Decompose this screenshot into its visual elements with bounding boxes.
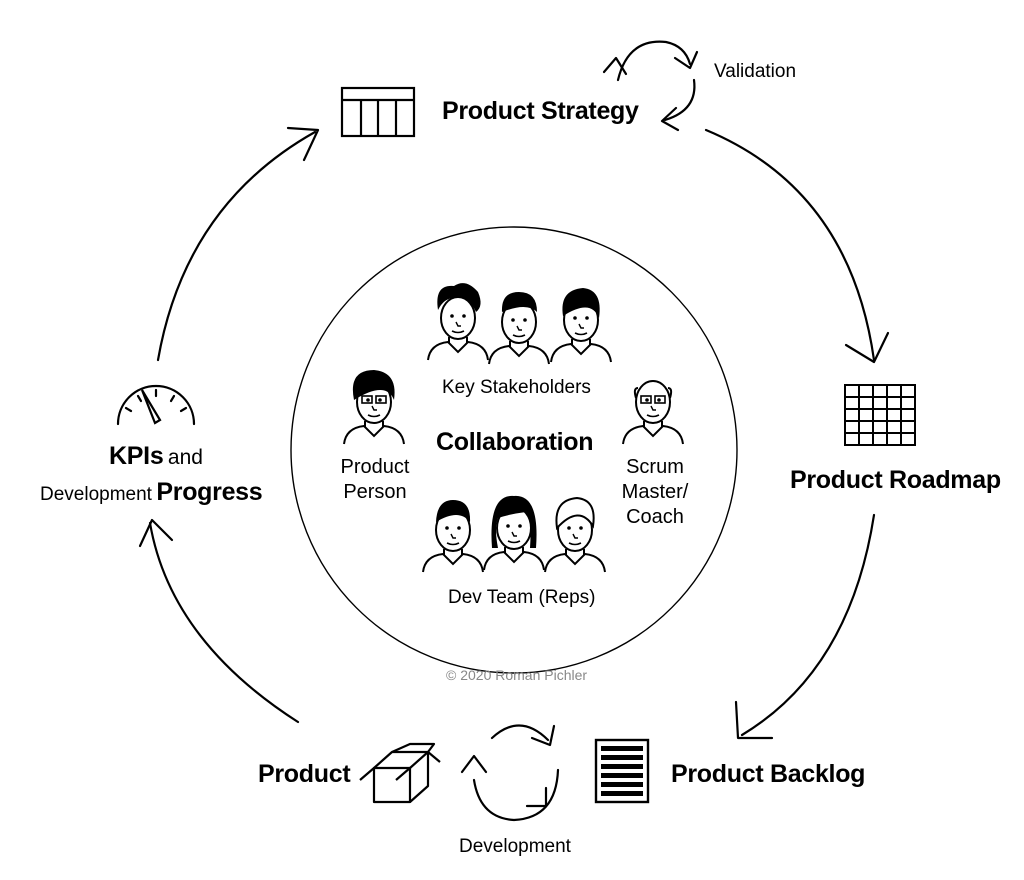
development-loop-arc-bottom [472, 768, 560, 822]
product-person-label: Product Person [335, 455, 415, 505]
arrowhead-kpis [138, 518, 174, 548]
arrow-kpis-to-strategy [156, 130, 317, 362]
collaboration-title: Collaboration [436, 428, 594, 456]
arrow-roadmap-to-backlog [740, 513, 876, 737]
roadmap-grid-icon [844, 384, 916, 446]
table-icon [340, 86, 416, 138]
scrum-master-illustration [622, 380, 684, 445]
key-stakeholders-label: Key Stakeholders [442, 377, 591, 398]
scrum-master-label: Scrum Master/ Coach [615, 455, 695, 530]
box-icon [359, 742, 441, 804]
copyright-notice: © 2020 Roman Pichler [446, 667, 588, 683]
product-person-line2: Person [343, 481, 407, 503]
validation-loop-arc-right [663, 78, 696, 122]
gauge-icon [116, 384, 196, 426]
arrowhead-backlog [734, 700, 774, 740]
development-loop-arc-top [490, 724, 550, 742]
product-person-illustration [343, 370, 405, 445]
product-strategy-label: Product Strategy [442, 97, 639, 125]
scrum-line2: Master/ [621, 481, 689, 503]
kpis-label-line2: Development Progress [40, 478, 263, 507]
product-label: Product [258, 760, 351, 788]
validation-label: Validation [714, 61, 797, 82]
dev-team-illustration [422, 495, 606, 573]
and-word: and [167, 446, 203, 469]
progress-word: Progress [156, 478, 263, 506]
collaboration-circle [290, 226, 738, 674]
scrum-line3: Coach [626, 506, 684, 528]
validation-loop-arc-top [616, 40, 692, 82]
dev-team-label: Dev Team (Reps) [448, 587, 596, 608]
development-word: Development [40, 484, 152, 505]
product-roadmap-label: Product Roadmap [790, 466, 1001, 494]
arrowhead-roadmap [844, 331, 890, 364]
kpis-word: KPIs [109, 442, 164, 470]
kpis-label-line1: KPIs and [40, 442, 272, 471]
product-person-line1: Product [340, 456, 410, 478]
backlog-list-icon [594, 738, 650, 804]
arrow-strategy-to-roadmap [704, 128, 876, 362]
scrum-line1: Scrum [626, 456, 684, 478]
key-stakeholders-illustration [427, 283, 612, 365]
arrowhead-strategy [286, 126, 320, 162]
arrow-product-to-kpis [148, 521, 300, 724]
development-label: Development [459, 836, 571, 857]
product-backlog-label: Product Backlog [671, 760, 866, 788]
